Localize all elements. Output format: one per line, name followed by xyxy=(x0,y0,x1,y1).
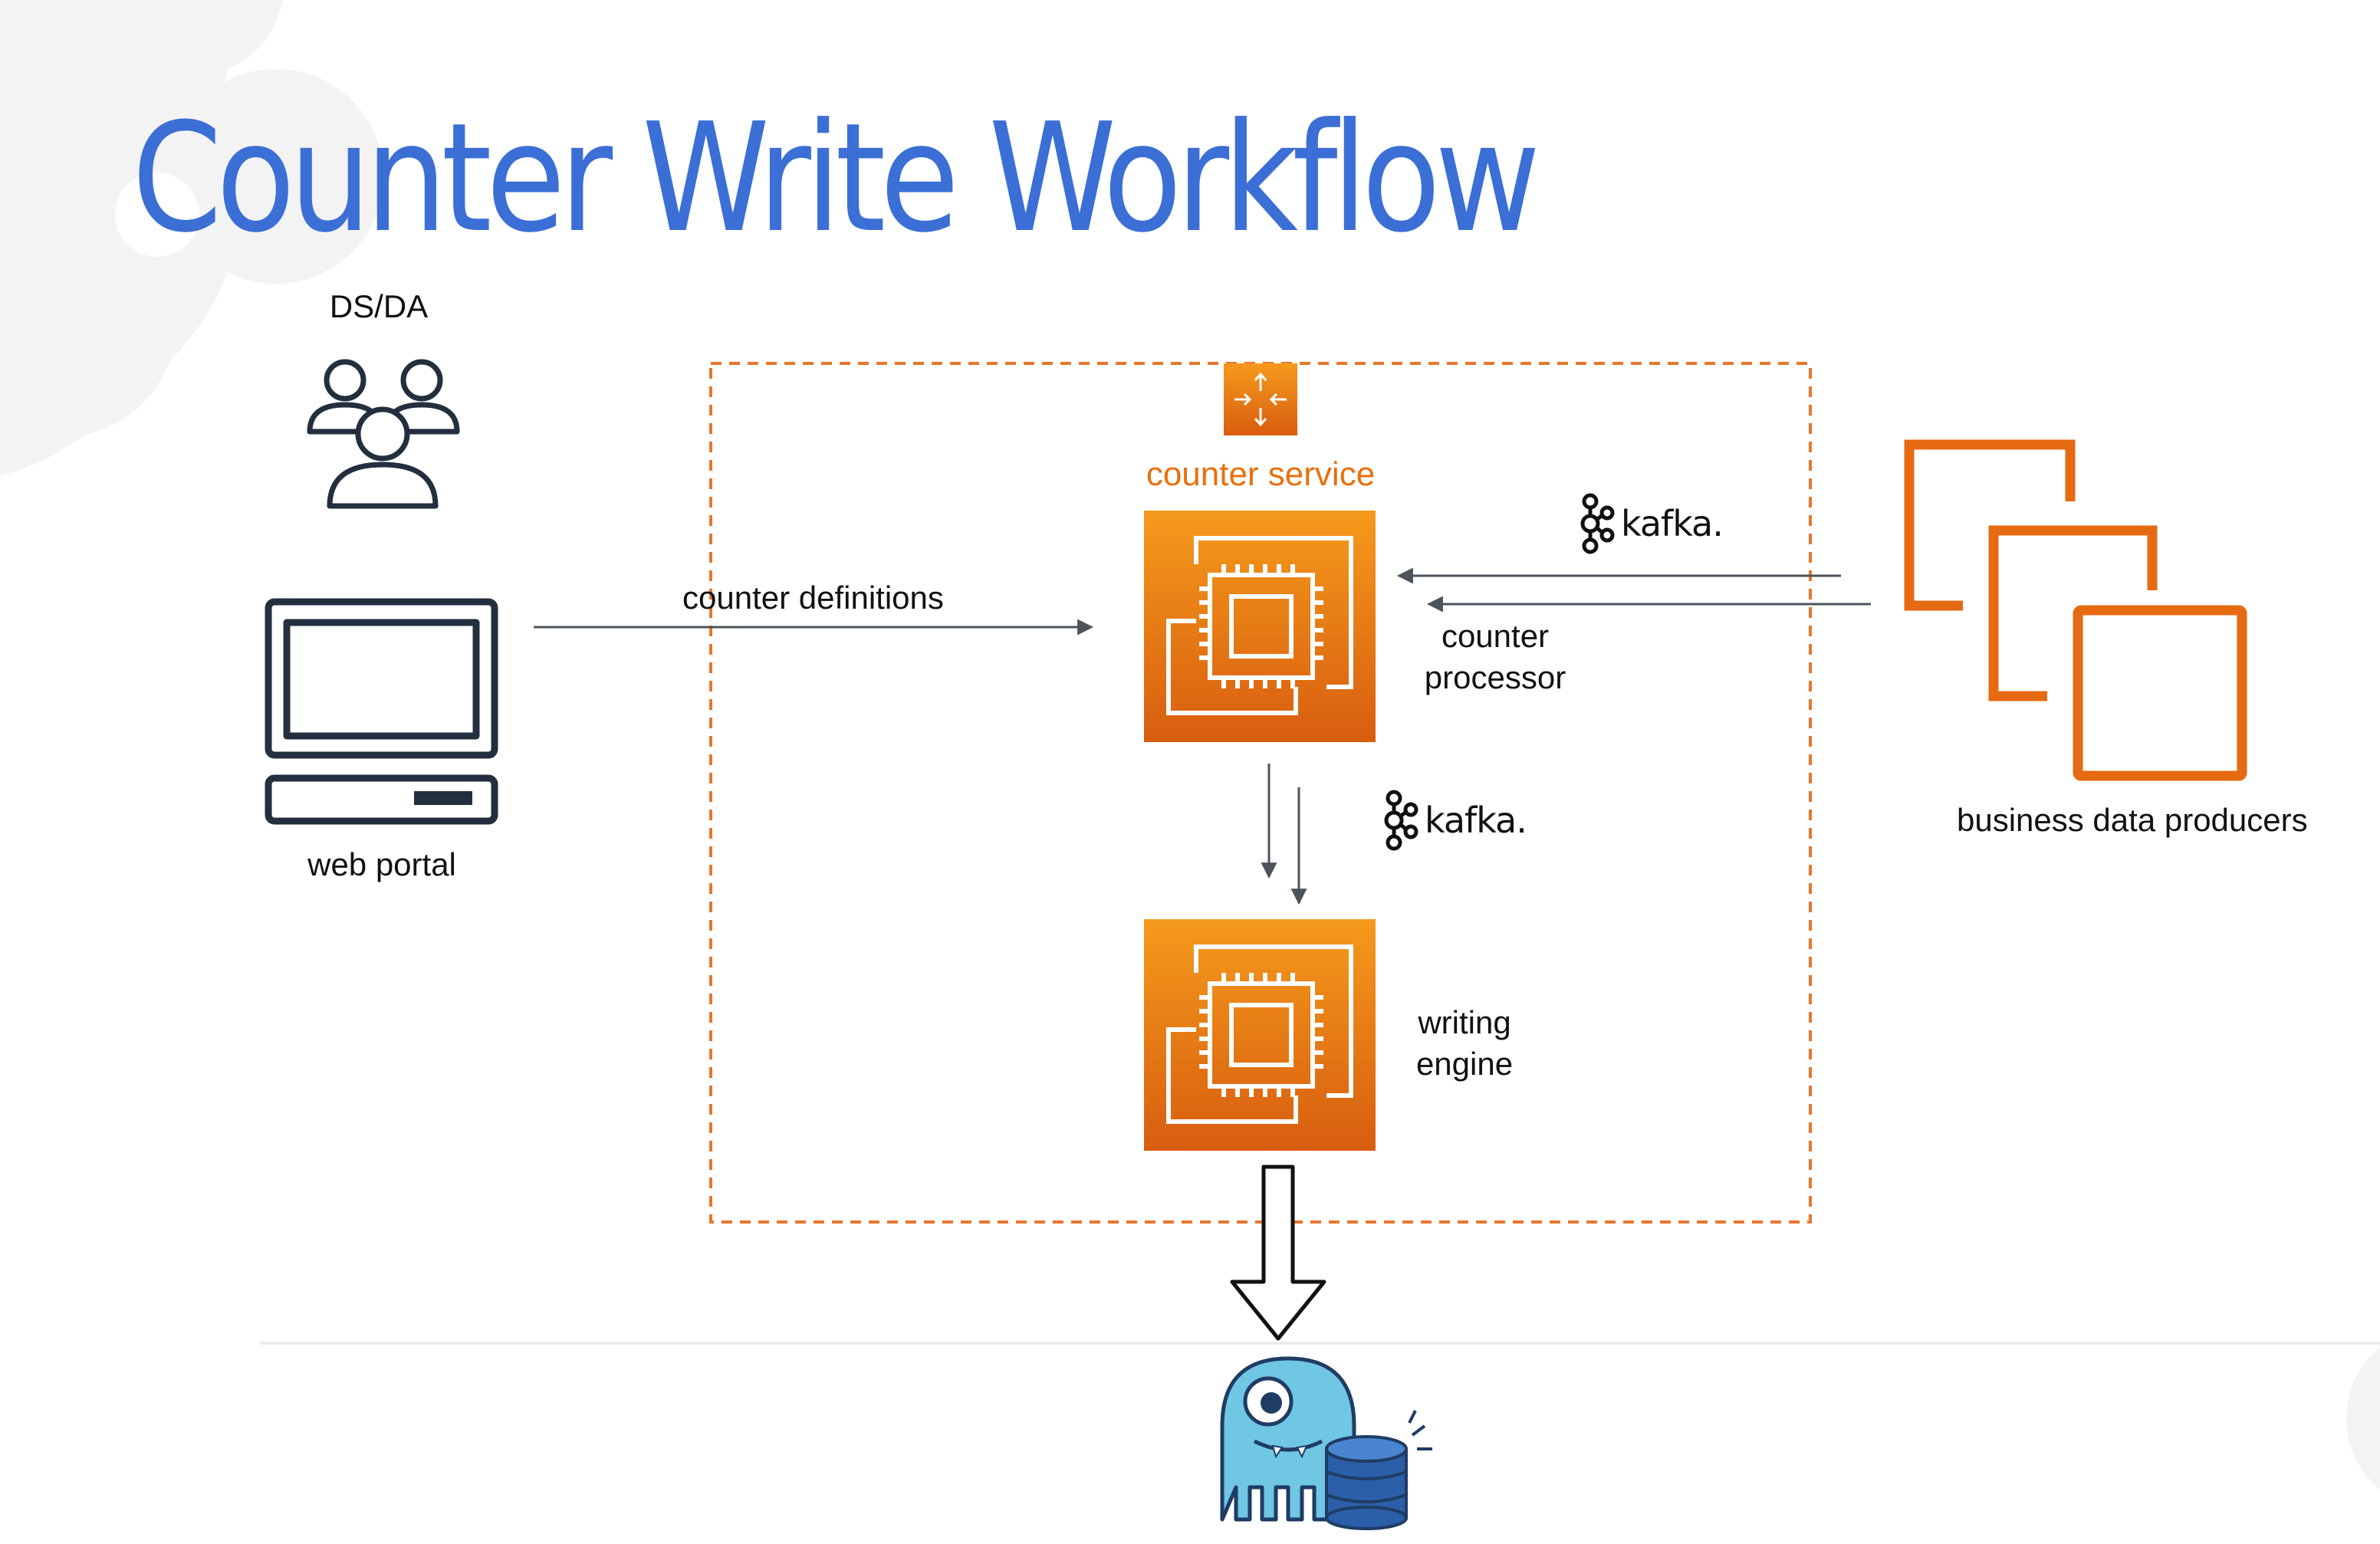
counter-processor-label-2: processor xyxy=(1424,659,1566,695)
web-portal-label: web portal xyxy=(307,846,456,882)
counter-definitions-label: counter definitions xyxy=(682,580,944,616)
users-label: DS/DA xyxy=(329,288,429,324)
service-boundary xyxy=(709,362,1812,1224)
stacked-instances-icon xyxy=(1904,439,2247,781)
business-data-producers-label: business data producers xyxy=(1957,802,2308,838)
page-title: Counter Write Workflow xyxy=(132,91,1540,266)
counter-service-label: counter service xyxy=(1146,455,1376,493)
store-arrow xyxy=(1230,1165,1326,1341)
desktop-computer-icon xyxy=(265,598,498,825)
router-icon xyxy=(1224,363,1297,435)
writing-engine-label-1: writing xyxy=(1418,1004,1511,1040)
kafka-wordmark: kafka. xyxy=(1425,800,1527,841)
counter-processor-icon xyxy=(1144,511,1376,742)
kafka-logo: kafka. xyxy=(1578,492,1724,555)
bg-hole xyxy=(115,172,199,257)
writing-engine-icon xyxy=(1144,919,1376,1151)
kafka-logo-icon xyxy=(1384,790,1418,851)
counter-processor-label-1: counter xyxy=(1441,618,1550,654)
kafka-logo-icon xyxy=(1580,493,1615,554)
writing-engine-label-2: engine xyxy=(1415,1046,1514,1082)
bg-blob xyxy=(2346,1347,2380,1490)
scylladb-monster-icon xyxy=(1220,1356,1432,1530)
users-group-icon xyxy=(307,359,460,509)
kafka-logo: kafka. xyxy=(1382,789,1527,852)
kafka-wordmark: kafka. xyxy=(1621,503,1724,544)
